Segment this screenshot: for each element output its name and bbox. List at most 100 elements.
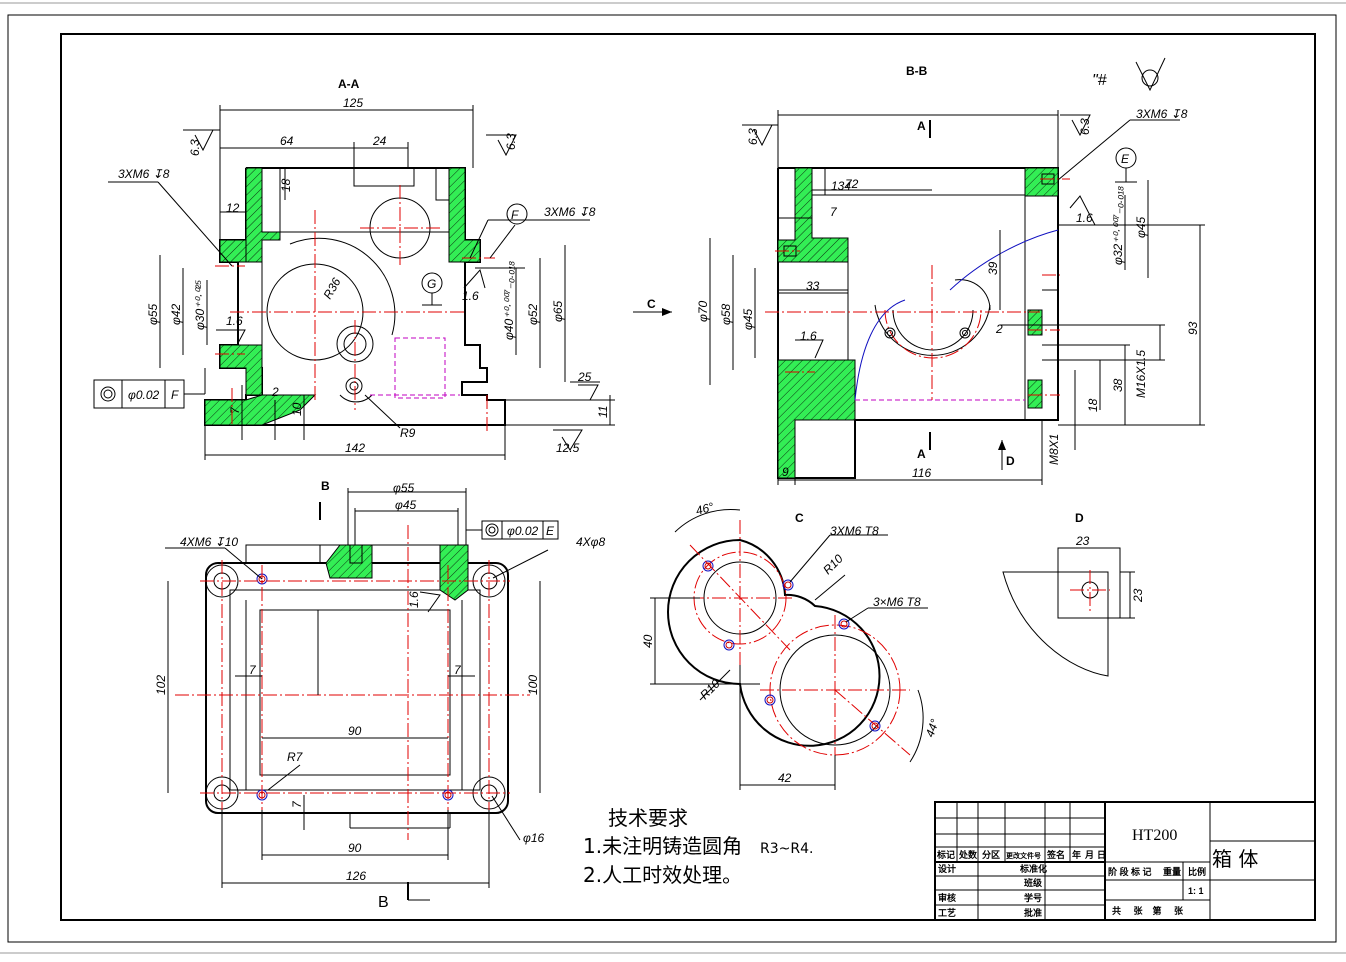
svg-text:90: 90: [348, 724, 362, 738]
svg-text:比例: 比例: [1188, 866, 1206, 877]
svg-text:φ0.02: φ0.02: [507, 524, 539, 538]
svg-text:7: 7: [249, 663, 257, 677]
svg-text:142: 142: [345, 441, 365, 455]
material-label: HT200: [1132, 827, 1177, 844]
svg-text:重量: 重量: [1163, 866, 1181, 877]
svg-text:11: 11: [596, 406, 610, 418]
section-mark-a-bottom: A: [917, 447, 926, 461]
svg-text:R36: R36: [320, 275, 343, 301]
svg-text:φ45: φ45: [1134, 216, 1148, 238]
svg-text:φ16: φ16: [523, 831, 545, 845]
svg-text:标准化: 标准化: [1019, 863, 1047, 874]
svg-text:年: 年: [1072, 849, 1081, 860]
view-a-a: A-A: [93, 77, 615, 460]
svg-text:φ0.02: φ0.02: [128, 388, 160, 402]
view-c: C 46°: [641, 500, 942, 790]
svg-text:月: 月: [1084, 850, 1094, 860]
view-arrow-d: D: [1006, 454, 1015, 468]
svg-text:3XM6 ↧8: 3XM6 ↧8: [1136, 107, 1188, 121]
svg-text:1: 1: 1: 1: [1188, 886, 1204, 896]
svg-text:φ70: φ70: [696, 300, 710, 322]
svg-text:3XM6 T8: 3XM6 T8: [830, 524, 879, 538]
svg-text:3XM6 ↧8: 3XM6 ↧8: [544, 205, 596, 219]
svg-text:7: 7: [290, 800, 304, 808]
svg-text:φ55: φ55: [146, 303, 160, 325]
svg-text:工艺: 工艺: [938, 907, 956, 918]
notes-line-1: 1.未注明铸造圆角: [583, 834, 742, 858]
svg-text:班级: 班级: [1024, 877, 1043, 888]
view-label-d: D: [1075, 511, 1084, 525]
svg-text:签名: 签名: [1046, 849, 1065, 860]
svg-text:阶 段 标 记: 阶 段 标 记: [1108, 866, 1152, 877]
svg-text:学号: 学号: [1024, 892, 1042, 903]
svg-text:33: 33: [806, 279, 820, 293]
svg-text:44°: 44°: [923, 717, 942, 739]
svg-text:1.6: 1.6: [226, 314, 243, 328]
view-d: D 23 23: [1002, 511, 1145, 677]
svg-text:25: 25: [577, 370, 592, 384]
datum-f-label: F: [511, 208, 519, 222]
svg-text:6.3: 6.3: [746, 128, 760, 145]
svg-text:φ42: φ42: [169, 303, 183, 325]
svg-text:日: 日: [1097, 850, 1106, 860]
svg-text:100: 100: [526, 675, 540, 695]
view-b: B B: [154, 479, 606, 911]
svg-text:φ65: φ65: [551, 300, 565, 322]
svg-text:共 张 第 张: 共 张 第 张: [1112, 905, 1184, 916]
view-label-b: B: [321, 479, 330, 493]
view-label-c: C: [795, 511, 804, 525]
outer-border: [7, 14, 1337, 943]
svg-text:设计: 设计: [938, 863, 956, 874]
svg-text:4XM6 ↧10: 4XM6 ↧10: [180, 535, 238, 549]
view-label-bb: B-B: [906, 64, 928, 78]
svg-text:1.6: 1.6: [800, 329, 817, 343]
svg-text:更改文件号: 更改文件号: [1006, 851, 1041, 860]
svg-text:分区: 分区: [982, 849, 1000, 860]
title-block: HT200 箱 体 标记 处数 分区 更改文件号 签名 年 月 日 设计 标准化…: [934, 801, 1316, 921]
svg-text:审核: 审核: [938, 892, 956, 903]
view-b-b: B-B "#: [633, 57, 1205, 485]
svg-text:2: 2: [271, 385, 279, 399]
svg-text:标记: 标记: [936, 849, 955, 860]
svg-text:9: 9: [782, 465, 789, 479]
svg-text:10: 10: [290, 402, 304, 416]
svg-text:46°: 46°: [694, 500, 715, 518]
svg-text:R7: R7: [287, 750, 304, 764]
svg-text:2: 2: [995, 322, 1003, 336]
svg-text:M8X1: M8X1: [1047, 434, 1061, 465]
view-label-aa: A-A: [338, 77, 360, 91]
svg-text:18: 18: [1086, 398, 1100, 412]
svg-text:φ30⁺⁰·⁰²⁵: φ30⁺⁰·⁰²⁵: [193, 280, 207, 330]
svg-text:φ45: φ45: [741, 308, 755, 330]
svg-text:90: 90: [348, 841, 362, 855]
svg-text:6.3: 6.3: [1078, 118, 1092, 135]
datum-e-label: E: [1121, 152, 1130, 166]
svg-text:φ45: φ45: [395, 498, 417, 512]
datum-g-label: G: [427, 277, 436, 291]
inner-border: [60, 33, 1316, 921]
notes-line-1-range: R3~R4.: [760, 841, 813, 857]
svg-text:7: 7: [830, 205, 838, 219]
svg-text:125: 125: [343, 96, 363, 110]
svg-text:φ52: φ52: [526, 303, 540, 325]
svg-text:7: 7: [454, 663, 462, 677]
svg-text:42: 42: [778, 771, 792, 785]
svg-text:39: 39: [986, 261, 1000, 275]
section-mark-b-bottom: B: [378, 894, 389, 911]
svg-text:40: 40: [641, 634, 655, 648]
svg-text:6.3: 6.3: [504, 133, 518, 150]
svg-text:φ58: φ58: [719, 303, 733, 325]
svg-text:批准: 批准: [1024, 907, 1042, 918]
notes-line-2: 2.人工时效处理。: [583, 863, 742, 887]
svg-text:23: 23: [1131, 588, 1145, 603]
svg-text:4Xφ8: 4Xφ8: [576, 535, 606, 549]
svg-text:64: 64: [280, 134, 294, 148]
svg-text:23: 23: [1075, 534, 1090, 548]
section-mark-a-top: A: [917, 119, 926, 133]
svg-text:18: 18: [279, 178, 293, 192]
svg-text:102: 102: [154, 675, 168, 695]
svg-text:38: 38: [1111, 378, 1125, 392]
svg-text:φ55: φ55: [393, 481, 415, 495]
corner-roughness-mark: "#: [1092, 72, 1108, 89]
svg-text:1.6: 1.6: [1076, 211, 1093, 225]
